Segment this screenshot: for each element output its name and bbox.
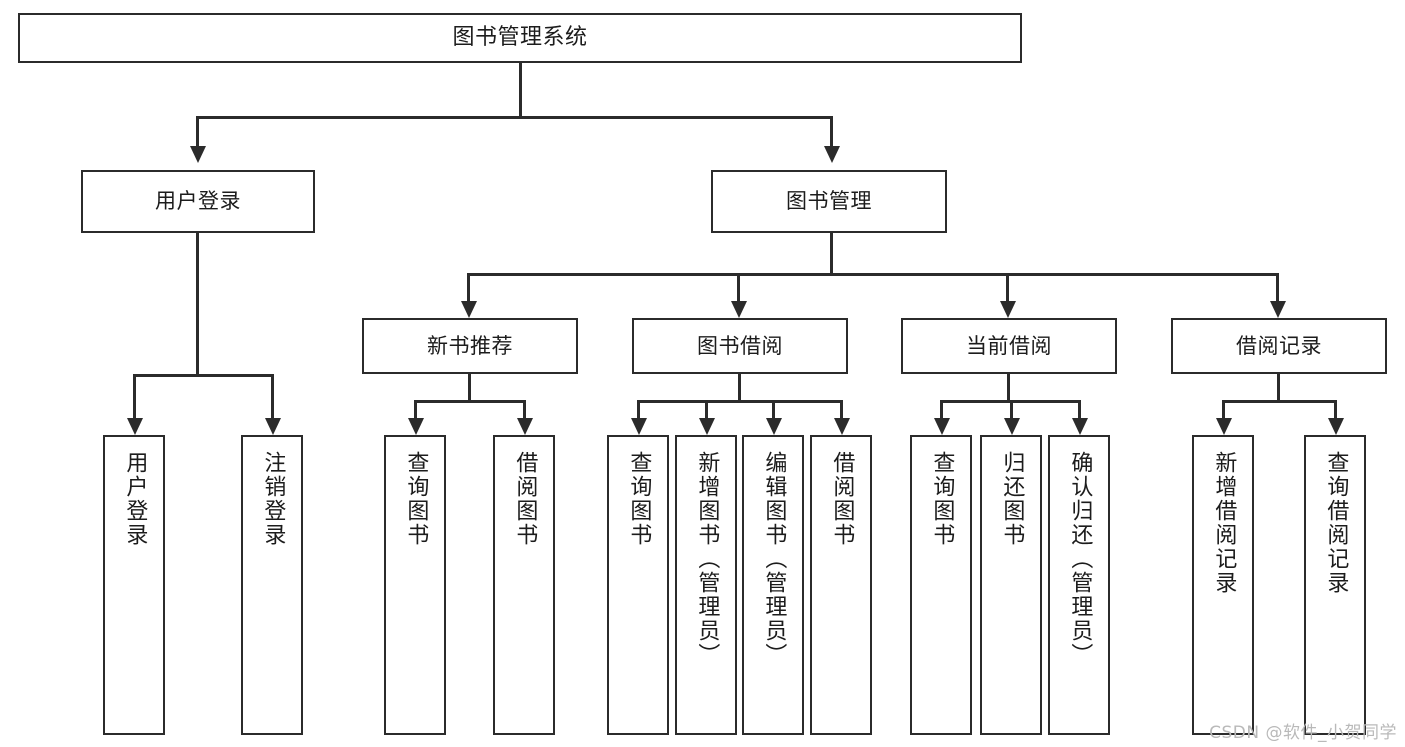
leaf-book-borrow-query: 查询图书 — [607, 435, 669, 735]
leaf-borrow-record-add: 新增借阅记录 — [1192, 435, 1254, 735]
arrow-current-borrow-leaf-2 — [1004, 418, 1020, 435]
arrow-book-borrow-leaf-4 — [834, 418, 850, 435]
connector-to-book-management — [830, 116, 833, 146]
leaf-user-login-login: 用户登录 — [103, 435, 165, 735]
leaf-user-login-logout: 注销登录 — [241, 435, 303, 735]
leaf-book-borrow-borrow: 借阅图书 — [810, 435, 872, 735]
arrow-to-book-management — [824, 146, 840, 163]
arrow-to-current-borrow — [1000, 301, 1016, 318]
leaf-new-book-query: 查询图书 — [384, 435, 446, 735]
connector-new-book-stem — [468, 374, 471, 402]
arrow-to-user-login — [190, 146, 206, 163]
leaf-current-borrow-confirm-return: 确认归还（管理员） — [1048, 435, 1110, 735]
connector-book-borrow-leaf-3 — [772, 400, 775, 418]
arrow-current-borrow-leaf-3 — [1072, 418, 1088, 435]
connector-book-management-stem — [830, 233, 833, 275]
leaf-current-borrow-return: 归还图书 — [980, 435, 1042, 735]
node-label: 新书推荐 — [427, 333, 513, 358]
connector-to-borrow-record — [1276, 273, 1279, 301]
connector-current-borrow-stem — [1007, 374, 1010, 402]
node-root-book-management-system: 图书管理系统 — [18, 13, 1022, 63]
connector-new-book-bus — [414, 400, 526, 403]
node-label: 用户登录 — [155, 189, 241, 214]
arrow-current-borrow-leaf-1 — [934, 418, 950, 435]
connector-book-borrow-leaf-4 — [840, 400, 843, 418]
arrow-book-borrow-leaf-2 — [699, 418, 715, 435]
connector-book-borrow-bus — [637, 400, 843, 403]
connector-root-bus — [196, 116, 833, 119]
node-book-management: 图书管理 — [711, 170, 947, 233]
connector-borrow-record-leaf-1 — [1222, 400, 1225, 418]
connector-borrow-record-bus — [1222, 400, 1337, 403]
arrow-to-borrow-record — [1270, 301, 1286, 318]
connector-to-book-borrow — [737, 273, 740, 301]
arrow-to-book-borrow — [731, 301, 747, 318]
leaf-new-book-borrow: 借阅图书 — [493, 435, 555, 735]
connector-book-borrow-leaf-1 — [637, 400, 640, 418]
arrow-borrow-record-leaf-1 — [1216, 418, 1232, 435]
node-current-borrow: 当前借阅 — [901, 318, 1117, 374]
node-label: 借阅记录 — [1236, 333, 1322, 358]
connector-book-borrow-stem — [738, 374, 741, 402]
connector-current-borrow-leaf-2 — [1010, 400, 1013, 418]
arrow-borrow-record-leaf-2 — [1328, 418, 1344, 435]
node-label: 查询图书 — [929, 451, 955, 547]
connector-to-user-login — [196, 116, 199, 146]
node-label: 新增图书（管理员） — [694, 451, 720, 667]
node-label: 注销登录 — [260, 451, 286, 547]
arrow-user-login-leaf-1 — [127, 418, 143, 435]
node-label: 查询借阅记录 — [1323, 451, 1349, 595]
connector-new-book-leaf-2 — [523, 400, 526, 418]
node-label: 新增借阅记录 — [1211, 451, 1237, 595]
node-label: 查询图书 — [626, 451, 652, 547]
arrow-new-book-leaf-2 — [517, 418, 533, 435]
node-label: 用户登录 — [122, 451, 148, 547]
node-user-login: 用户登录 — [81, 170, 315, 233]
connector-borrow-record-stem — [1277, 374, 1280, 402]
leaf-current-borrow-query: 查询图书 — [910, 435, 972, 735]
connector-user-login-leaf-2 — [271, 374, 274, 418]
node-label: 编辑图书（管理员） — [761, 451, 787, 667]
arrow-to-new-book — [461, 301, 477, 318]
node-label: 当前借阅 — [966, 333, 1052, 358]
node-borrow-record: 借阅记录 — [1171, 318, 1387, 374]
connector-new-book-leaf-1 — [414, 400, 417, 418]
connector-to-current-borrow — [1006, 273, 1009, 301]
connector-to-new-book — [467, 273, 470, 301]
connector-current-borrow-leaf-1 — [940, 400, 943, 418]
arrow-book-borrow-leaf-3 — [766, 418, 782, 435]
connector-current-borrow-leaf-3 — [1078, 400, 1081, 418]
node-label: 查询图书 — [403, 451, 429, 547]
node-label: 图书管理 — [786, 189, 872, 214]
node-label: 归还图书 — [999, 451, 1025, 547]
node-new-book-recommend: 新书推荐 — [362, 318, 578, 374]
node-label: 借阅图书 — [512, 451, 538, 547]
node-label: 图书借阅 — [697, 333, 783, 358]
leaf-borrow-record-query: 查询借阅记录 — [1304, 435, 1366, 735]
arrow-new-book-leaf-1 — [408, 418, 424, 435]
node-label: 借阅图书 — [829, 451, 855, 547]
connector-root-stem — [519, 63, 522, 118]
arrow-user-login-leaf-2 — [265, 418, 281, 435]
arrow-book-borrow-leaf-1 — [631, 418, 647, 435]
node-label: 确认归还（管理员） — [1067, 451, 1093, 667]
connector-user-login-stem — [196, 233, 199, 376]
connector-user-login-bus — [133, 374, 274, 377]
leaf-book-borrow-edit: 编辑图书（管理员） — [742, 435, 804, 735]
connector-book-borrow-leaf-2 — [705, 400, 708, 418]
connector-book-management-bus — [467, 273, 1279, 276]
node-book-borrow: 图书借阅 — [632, 318, 848, 374]
node-label: 图书管理系统 — [452, 24, 588, 50]
connector-user-login-leaf-1 — [133, 374, 136, 418]
connector-borrow-record-leaf-2 — [1334, 400, 1337, 418]
leaf-book-borrow-add: 新增图书（管理员） — [675, 435, 737, 735]
